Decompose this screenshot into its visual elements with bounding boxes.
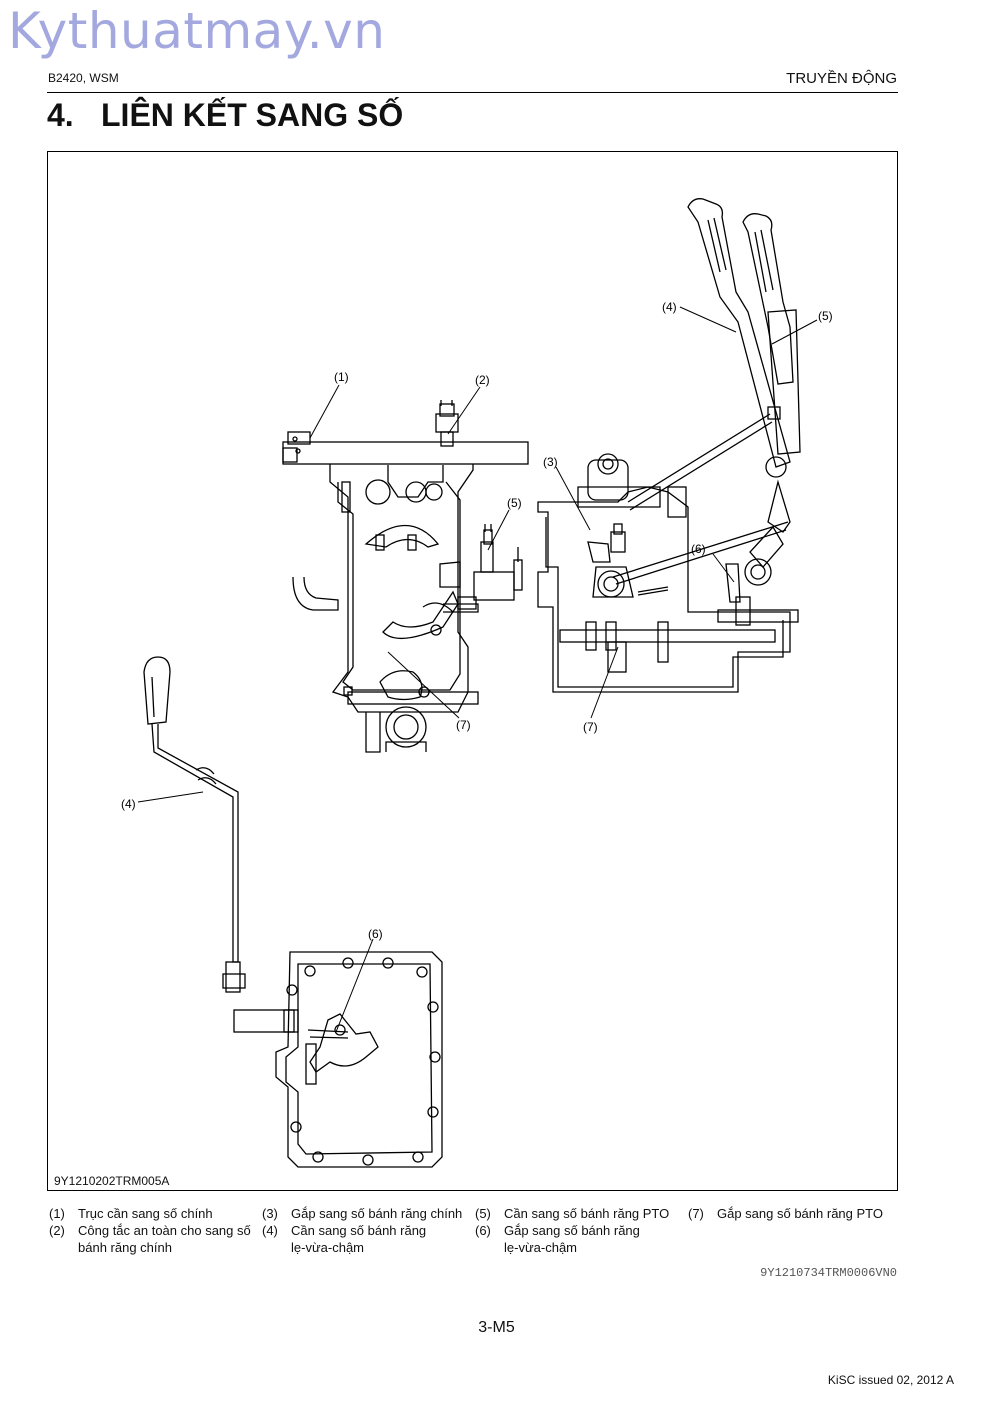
callout-3: (3) [543,455,558,469]
legend-text: Cần sang số bánh răng PTO [504,1206,670,1221]
legend-number: (3) [262,1206,278,1221]
callout-5-upper: (5) [818,309,833,323]
legend-text: Công tắc an toàn cho sang số [78,1223,251,1238]
legend-text: Gắp sang số bánh răng [504,1223,640,1238]
callout-7-right: (7) [583,720,598,734]
legend-text: bánh răng chính [78,1240,172,1255]
header-chapter: TRUYỀN ĐỘNG [786,70,897,87]
legend-text: Trục cần sang số chính [78,1206,213,1221]
callout-1: (1) [334,370,349,384]
legend-number: (5) [475,1206,491,1221]
legend-text: Gắp sang số bánh răng PTO [717,1206,883,1221]
leader-lines [137,306,818,1033]
section-title-text: LIÊN KẾT SANG SỐ [101,97,404,133]
watermark-logo: Kythuatmay.vn [8,2,386,60]
shift-linkage-diagram: (1) (2) (3) (4) (5) (5) (6) (7) (7) (4) … [121,198,833,1168]
figure-frame: (1) (2) (3) (4) (5) (5) (6) (7) (7) (4) … [47,151,898,1191]
callout-5-middle: (5) [507,496,522,510]
front-housing-drawing [282,400,529,753]
legend-text: lẹ-vừa-chậm [504,1240,577,1255]
legend-number: (7) [688,1206,704,1221]
callout-2-upper: (2) [475,373,490,387]
reference-code: 9Y1210734TRM0006VN0 [760,1266,897,1280]
side-housing-drawing [537,198,801,693]
lower-housing-drawing [143,656,443,1168]
legend-number: (1) [49,1206,65,1221]
legend-text: lẹ-vừa-chậm [291,1240,364,1255]
section-number: 4. [47,97,74,133]
legend-number: (2) [49,1223,65,1238]
legend-number: (4) [262,1223,278,1238]
header-model: B2420, WSM [48,71,119,85]
callout-6-upper: (6) [691,542,706,556]
header-rule [47,92,898,93]
legend-text: Gắp sang số bánh răng chính [291,1206,463,1221]
figure-code: 9Y1210202TRM005A [54,1174,170,1188]
section-title: 4. LIÊN KẾT SANG SỐ [47,97,403,134]
callout-4-upper: (4) [662,300,677,314]
legend-text: Cần sang số bánh răng [291,1223,427,1238]
footer-issue: KiSC issued 02, 2012 A [827,1373,954,1387]
page-number: 3-M5 [478,1319,515,1336]
callout-7-left: (7) [456,718,471,732]
callout-4-lower: (4) [121,797,136,811]
callout-labels: (1) (2) (3) (4) (5) (5) (6) (7) (7) (4) … [121,300,833,941]
callout-6-lower: (6) [368,927,383,941]
legend-number: (6) [475,1223,491,1238]
